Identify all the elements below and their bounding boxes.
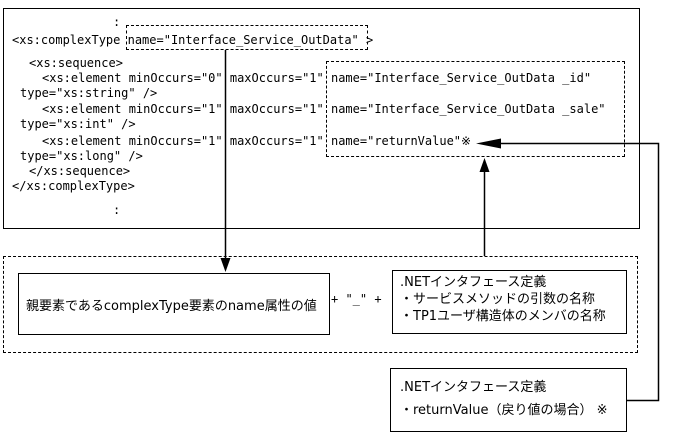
parent-name-label: 親要素であるcomplexType要素のname属性の値	[26, 298, 317, 314]
element-return-prefix: <xs:element minOccurs="1" maxOccurs="1"	[42, 134, 331, 148]
code-line-type-long: type="xs:long" />	[20, 149, 143, 163]
xml-schema-box	[3, 8, 640, 229]
code-line-complexType-open: <xs:complexType name="Interface_Service_…	[12, 33, 373, 48]
element-return-name-attr: name="returnValue"	[330, 134, 462, 148]
return-note-mark: ※	[461, 134, 472, 148]
net-interface-title: .NETインタフェース定義	[400, 275, 547, 290]
element-sale-name-attr: name="Interface_Service_OutData _sale"	[330, 102, 606, 116]
complexType-name-attr: name="Interface_Service_OutData"	[127, 33, 359, 47]
element-id-prefix: <xs:element minOccurs="0" maxOccurs="1"	[42, 71, 331, 85]
code-line-element-id: <xs:element minOccurs="0" maxOccurs="1" …	[42, 71, 591, 86]
concat-operator: + "_" +	[331, 292, 382, 306]
code-line-sequence-close: </xs:sequence>	[29, 164, 131, 178]
return-note-item: ・returnValue（戻り値の場合） ※	[400, 403, 608, 418]
net-interface-item-arguments: ・サービスメソッドの引数の名称	[400, 292, 596, 307]
code-line-complexType-close: </xs:complexType>	[12, 179, 135, 193]
code-line-type-int: type="xs:int" />	[20, 117, 136, 131]
complexType-open-prefix: <xs:complexType	[12, 33, 128, 47]
net-interface-box: .NETインタフェース定義 ・サービスメソッドの引数の名称 ・TP1ユーザ構造体…	[392, 270, 627, 334]
element-sale-prefix: <xs:element minOccurs="1" maxOccurs="1"	[42, 102, 331, 116]
code-line-type-string: type="xs:string" />	[20, 86, 158, 100]
code-line-sequence-open: <xs:sequence>	[29, 56, 123, 70]
return-value-note-box: .NETインタフェース定義 ・returnValue（戻り値の場合） ※	[390, 368, 627, 432]
complexType-open-suffix: >	[358, 33, 374, 47]
return-note-title: .NETインタフェース定義	[400, 380, 547, 395]
code-line-element-sale: <xs:element minOccurs="1" maxOccurs="1" …	[42, 102, 606, 117]
element-id-name-attr: name="Interface_Service_OutData _id"	[330, 71, 592, 85]
code-line-element-returnValue: <xs:element minOccurs="1" maxOccurs="1" …	[42, 134, 471, 149]
complexType-name-highlight-box	[126, 25, 368, 50]
parent-name-box: 親要素であるcomplexType要素のname属性の値	[18, 273, 330, 335]
net-interface-item-members: ・TP1ユーザ構造体のメンバの名称	[400, 309, 606, 324]
code-ellipsis-bottom: :	[113, 203, 121, 217]
code-ellipsis-top: :	[113, 15, 121, 29]
element-names-highlight-box	[326, 61, 625, 157]
